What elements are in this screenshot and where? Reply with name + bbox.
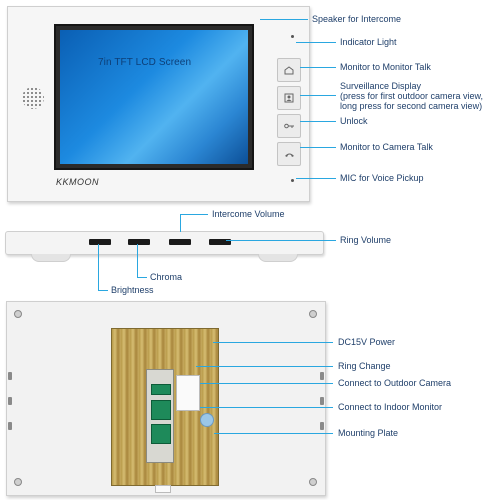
- front-panel: 7in TFT LCD Screen KKMOON: [7, 6, 310, 202]
- connector-block: [151, 400, 171, 420]
- camera-talk-button[interactable]: [277, 142, 301, 166]
- corner-screw: [309, 310, 317, 318]
- label-indoor-monitor: Connect to Indoor Monitor: [338, 402, 443, 412]
- label-indicator: Indicator Light: [340, 37, 397, 47]
- unlock-button[interactable]: [277, 114, 301, 138]
- callout-line-ring-change: [196, 366, 333, 367]
- back-panel: [6, 301, 326, 496]
- monitor-talk-button[interactable]: [277, 58, 301, 82]
- callout-line-brightness-h: [98, 290, 108, 291]
- lcd-screen: 7in TFT LCD Screen: [60, 30, 248, 164]
- label-speaker: Speaker for Intercome: [312, 14, 402, 24]
- callout-line-indoor-monitor: [200, 407, 333, 408]
- label-intercom-volume: Intercome Volume: [212, 209, 285, 219]
- callout-line-intercom-volume-v: [180, 214, 181, 232]
- corner-screw: [14, 310, 22, 318]
- callout-line-chroma-v: [137, 244, 138, 278]
- connector-module: [146, 369, 174, 463]
- right-foot: [258, 254, 298, 262]
- label-dc15v: DC15V Power: [338, 337, 396, 347]
- intercom-volume-wheel[interactable]: [169, 239, 191, 245]
- mic-hole: [291, 179, 294, 182]
- label-monitor-talk: Monitor to Monitor Talk: [340, 62, 431, 72]
- side-jack: [8, 422, 12, 430]
- key-icon: [283, 123, 294, 129]
- indicator-light: [291, 35, 294, 38]
- phone-handset-icon: [284, 153, 294, 157]
- house-icon: [284, 65, 294, 74]
- screen-label: 7in TFT LCD Screen: [98, 57, 192, 68]
- label-ring-change: Ring Change: [338, 361, 391, 371]
- label-mic: MIC for Voice Pickup: [340, 173, 424, 183]
- side-view-panel: [5, 231, 324, 255]
- label-unlock: Unlock: [340, 116, 368, 126]
- brand-logo: KKMOON: [56, 177, 100, 187]
- ring-volume-wheel[interactable]: [209, 239, 231, 245]
- callout-line-ring-volume: [226, 240, 336, 241]
- label-ring-volume: Ring Volume: [340, 235, 392, 245]
- callout-line-unlock: [300, 121, 336, 122]
- label-brightness: Brightness: [111, 285, 154, 295]
- side-jack: [8, 397, 12, 405]
- label-surveillance: Surveillance Display: [340, 81, 422, 91]
- callout-line-dc15v: [213, 342, 333, 343]
- brightness-wheel[interactable]: [89, 239, 111, 245]
- side-jack: [8, 372, 12, 380]
- label-surveillance-detail-1: (press for first outdoor camera view,: [340, 91, 484, 101]
- label-camera-talk: Monitor to Camera Talk: [340, 142, 433, 152]
- callout-line-brightness-v: [98, 244, 99, 291]
- callout-line-intercom-volume-h: [180, 214, 208, 215]
- callout-line-surveillance: [300, 95, 336, 96]
- surveillance-button[interactable]: [277, 86, 301, 110]
- label-chroma: Chroma: [150, 272, 183, 282]
- side-jack: [320, 372, 324, 380]
- label-outdoor-camera: Connect to Outdoor Camera: [338, 378, 452, 388]
- lcd-screen-frame: 7in TFT LCD Screen: [54, 24, 254, 170]
- connector-block: [151, 384, 171, 395]
- callout-line-mounting-plate: [214, 433, 333, 434]
- spec-sticker: [176, 375, 200, 411]
- label-mounting-plate: Mounting Plate: [338, 428, 399, 438]
- callout-line-outdoor-camera: [200, 383, 333, 384]
- chroma-wheel[interactable]: [128, 239, 150, 245]
- callout-line-indicator: [296, 42, 336, 43]
- callout-line-speaker: [260, 19, 308, 20]
- bottom-label: [155, 485, 171, 493]
- side-jack: [320, 422, 324, 430]
- callout-line-mic: [296, 178, 336, 179]
- person-icon: [284, 93, 294, 103]
- speaker-grill: [22, 87, 44, 109]
- corner-screw: [14, 478, 22, 486]
- left-foot: [31, 254, 71, 262]
- certification-badge: [200, 413, 214, 427]
- callout-line-monitor-talk: [300, 67, 336, 68]
- corner-screw: [309, 478, 317, 486]
- callout-line-chroma-h: [137, 277, 147, 278]
- callout-line-camera-talk: [300, 147, 336, 148]
- side-jack: [320, 397, 324, 405]
- connector-block: [151, 424, 171, 444]
- label-surveillance-detail-2: long press for second camera view): [340, 101, 483, 111]
